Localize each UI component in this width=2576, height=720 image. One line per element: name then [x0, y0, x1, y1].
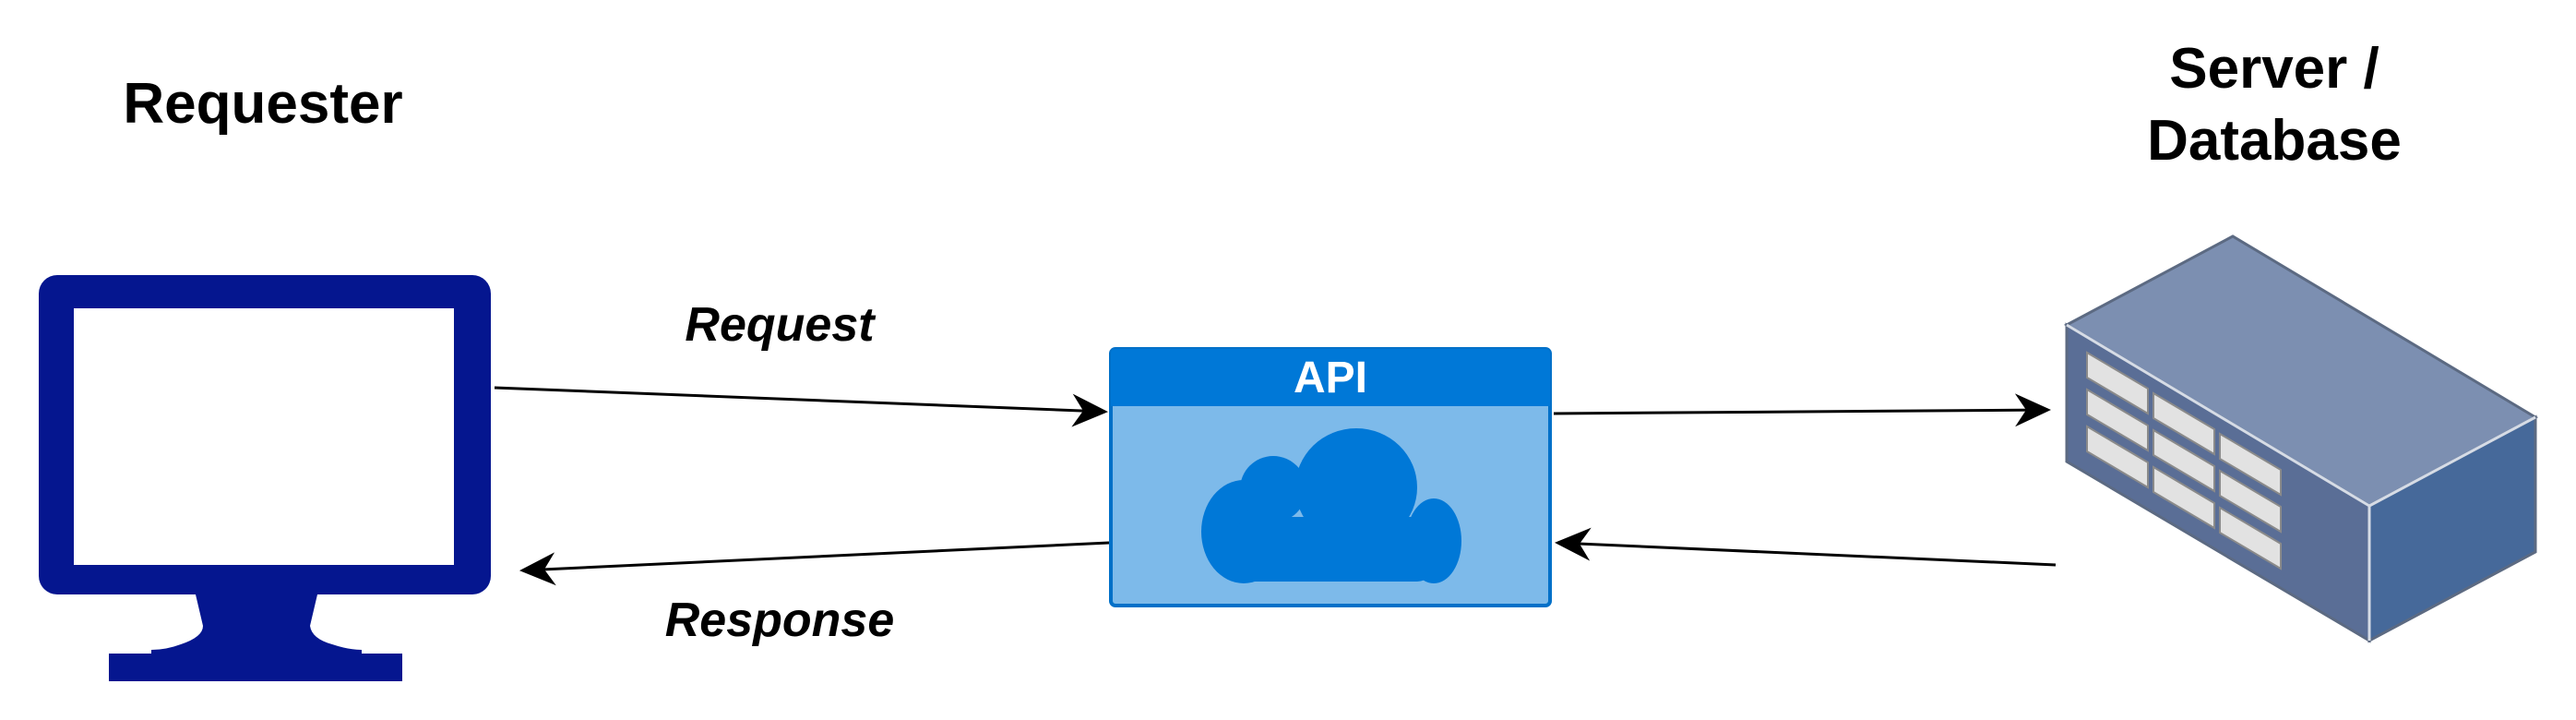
server-title: Server / Database — [2057, 33, 2491, 177]
request-label: Request — [685, 298, 875, 352]
server-title-line-2: Database — [2147, 109, 2402, 173]
monitor-icon — [39, 275, 491, 681]
api-to-server-arrow — [1553, 393, 2051, 427]
server-title-line-1: Server / — [2169, 37, 2379, 101]
cloud-icon — [1201, 428, 1461, 583]
server-rack-icon — [2063, 234, 2539, 643]
response-arrow — [519, 541, 1110, 586]
api-node — [1109, 347, 1552, 607]
requester-title: Requester — [123, 72, 403, 136]
response-label: Response — [664, 594, 895, 647]
api-title: API — [1293, 354, 1367, 402]
server-to-api-arrow — [1555, 527, 2057, 567]
request-arrow — [494, 386, 1108, 427]
